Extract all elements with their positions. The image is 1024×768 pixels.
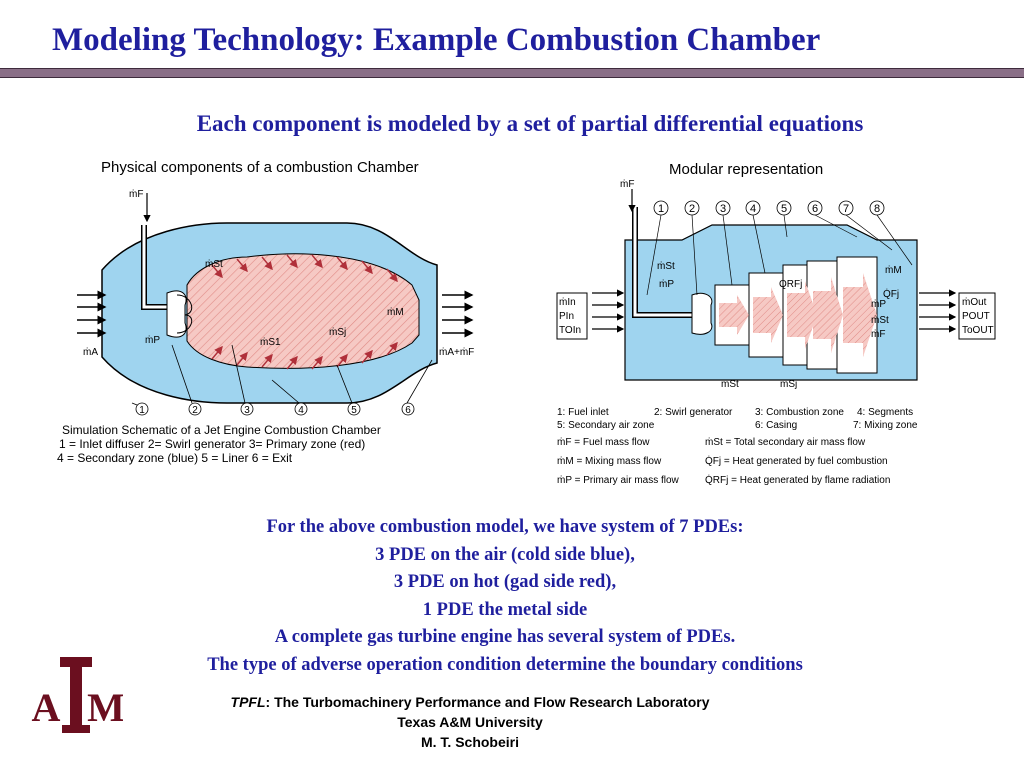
caption-line: Simulation Schematic of a Jet Engine Com… xyxy=(62,423,381,437)
key-item: 5: Secondary air zone xyxy=(557,420,655,431)
caption-line: 4 = Secondary zone (blue) 5 = Liner 6 = … xyxy=(57,451,293,465)
inlet-temperature: TOIn xyxy=(559,325,581,336)
legend-item: ṁP = Primary air mass flow xyxy=(557,475,679,486)
module-number: 2 xyxy=(689,203,695,215)
left-diagram-panel: Physical components of a combustion Cham… xyxy=(47,145,487,505)
module-number: 5 xyxy=(781,203,787,215)
key-item: 7: Mixing zone xyxy=(853,420,918,431)
label-primary-flow: ṁP xyxy=(145,335,160,346)
key-item: 1: Fuel inlet xyxy=(557,407,609,418)
zone-number: 6 xyxy=(405,405,411,416)
legend-item: Q̇RFj = Heat generated by flame radiatio… xyxy=(705,475,891,486)
zone-number: 2 xyxy=(192,405,198,416)
label-fuel-flow-right: ṁF xyxy=(871,329,885,340)
right-diagram-panel: Modular representation xyxy=(487,145,1005,505)
combustion-chamber-schematic: 1 2 3 4 5 6 ṁF ṁA ṁSt ṁM ṁSj ṁP ṁS1 ṁA+ṁ… xyxy=(77,189,474,416)
label-mixing-flow: ṁM xyxy=(885,265,902,276)
body-line: 1 PDE the metal side xyxy=(422,599,588,620)
legend-item: ṁM = Mixing mass flow xyxy=(557,456,662,467)
label-combustion-heat: Q̇Fj xyxy=(883,287,899,300)
footer: TPFL: The Turbomachinery Performance and… xyxy=(0,692,940,752)
label-radiation-heat: Q̇RFj xyxy=(779,277,802,290)
modular-representation-diagram: 1 2 3 4 5 6 7 8 ṁF ṁSt ṁP Q̇RFj ṁM Q̇Fj … xyxy=(556,179,996,390)
label-fuel-flow: ṁF xyxy=(129,189,143,200)
zone-number: 1 xyxy=(139,405,145,416)
module-number: 3 xyxy=(720,203,726,215)
body-line: The type of adverse operation condition … xyxy=(207,654,803,675)
module-number: 8 xyxy=(874,203,880,215)
key-item: 4: Segments xyxy=(857,407,914,418)
module-number: 6 xyxy=(812,203,818,215)
label-air-flow: ṁA xyxy=(83,347,98,358)
label-secondary-flow-bottom: ṁSt xyxy=(721,379,739,390)
label-segment-flow: ṁSj xyxy=(329,327,346,338)
title-rule xyxy=(0,68,1024,78)
outlet-temperature: ToOUT xyxy=(962,325,994,336)
footer-lab-abbrev: TPFL xyxy=(230,694,266,710)
module-number: 7 xyxy=(843,203,849,215)
label-primary-flow-right: ṁP xyxy=(871,299,886,310)
zone-number: 3 xyxy=(244,405,250,416)
body-line: 3 PDE on hot (gad side red), xyxy=(393,572,617,593)
outlet-pressure: POUT xyxy=(962,311,990,322)
body-line: A complete gas turbine engine has severa… xyxy=(274,627,736,648)
label-primary-flow: ṁP xyxy=(659,279,674,290)
legend-item: ṁSt = Total secondary air mass flow xyxy=(705,437,866,448)
label-exit-flow: ṁA+ṁF xyxy=(439,347,474,358)
footer-lab-name: : The Turbomachinery Performance and Flo… xyxy=(265,694,710,710)
key-item: 3: Combustion zone xyxy=(755,407,844,418)
body-line: For the above combustion model, we have … xyxy=(266,517,744,537)
body-line: 3 PDE on the air (cold side blue), xyxy=(375,544,635,565)
logo-letter-a: A xyxy=(32,685,61,730)
footer-lab: TPFL: The Turbomachinery Performance and… xyxy=(0,692,940,712)
key-item: 6: Casing xyxy=(755,420,798,431)
caption-line: 1 = Inlet diffuser 2= Swirl generator 3=… xyxy=(59,437,366,451)
footer-university: Texas A&M University xyxy=(397,714,543,730)
label-secondary-flow: ṁSt xyxy=(205,259,223,270)
zone-number: 5 xyxy=(351,405,357,416)
label-secondary-flow: ṁSt xyxy=(657,261,675,272)
label-first-segment-flow: ṁS1 xyxy=(260,337,281,348)
body-text: For the above combustion model, we have … xyxy=(0,514,1010,680)
logo-letter-m: M xyxy=(87,685,123,730)
inlet-mass-flow: ṁIn xyxy=(559,297,576,308)
label-secondary-flow-right: ṁSt xyxy=(871,315,889,326)
label-segment-flow: ṁSj xyxy=(780,379,797,390)
footer-author: M. T. Schobeiri xyxy=(420,734,519,750)
left-diagram-title: Physical components of a combustion Cham… xyxy=(101,159,419,176)
slide-title: Modeling Technology: Example Combustion … xyxy=(52,22,821,58)
legend-item: Q̇Fj = Heat generated by fuel combustion xyxy=(705,456,888,467)
legend-item: ṁF = Fuel mass flow xyxy=(557,437,650,448)
texas-am-logo: A M xyxy=(32,657,123,733)
module-number: 4 xyxy=(750,203,756,215)
outlet-mass-flow: ṁOut xyxy=(962,297,987,308)
zone-number: 4 xyxy=(298,405,304,416)
label-mixing-flow: ṁM xyxy=(387,307,404,318)
inlet-pressure: PIn xyxy=(559,311,574,322)
label-fuel-flow: ṁF xyxy=(620,179,634,190)
right-diagram-title: Modular representation xyxy=(669,161,824,178)
module-number: 1 xyxy=(658,203,664,215)
slide-subtitle: Each component is modeled by a set of pa… xyxy=(196,111,864,136)
key-item: 2: Swirl generator xyxy=(654,407,733,418)
